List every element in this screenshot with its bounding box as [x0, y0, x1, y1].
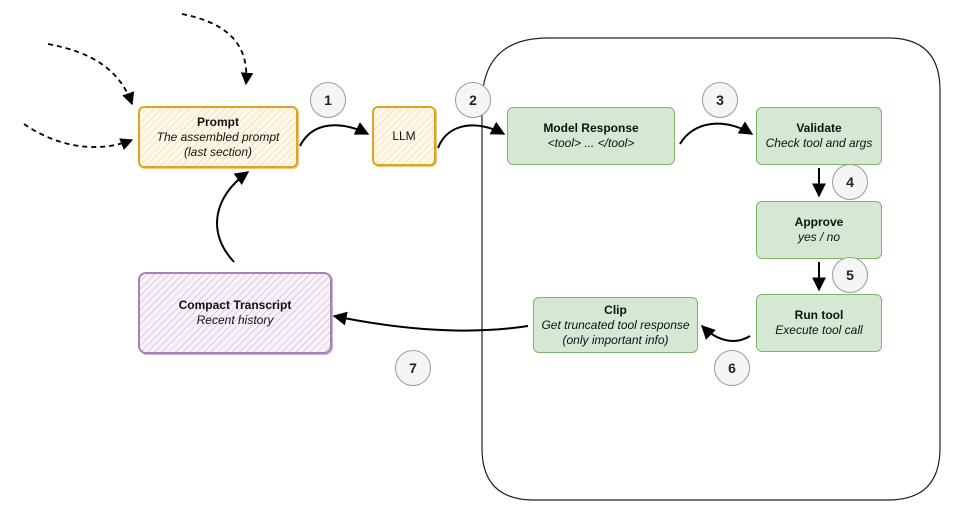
- clip-line-2: (only important info): [562, 332, 669, 347]
- compact-transcript-line-1: Recent history: [196, 313, 274, 327]
- run-tool-title: Run tool: [794, 308, 844, 322]
- arrow-compact-transcript-to-prompt: [216, 171, 250, 263]
- step-badge-6: 6: [714, 350, 750, 386]
- compact-transcript-title: Compact Transcript: [178, 298, 292, 312]
- incoming-dashed-arrow-top: [181, 13, 254, 86]
- arrow-model-response-to-validate: [679, 121, 754, 145]
- compact-transcript-node: Compact Transcript Recent history: [138, 272, 332, 354]
- run-tool-node: Run tool Execute tool call: [756, 294, 882, 352]
- model-response-line-1: <tool> ... </tool>: [547, 136, 635, 150]
- model-response-node: Model Response <tool> ... </tool>: [507, 107, 675, 165]
- arrow-clip-to-compact-transcript: [332, 311, 529, 332]
- approve-title: Approve: [794, 215, 844, 229]
- llm-title: LLM: [392, 128, 416, 143]
- prompt-node: Prompt The assembled prompt (last sectio…: [138, 106, 298, 168]
- step-badge-2: 2: [455, 82, 491, 118]
- validate-line-1: Check tool and args: [765, 136, 873, 150]
- approve-line-1: yes / no: [797, 230, 841, 244]
- step-badge-1: 1: [310, 82, 346, 118]
- clip-node: Clip Get truncated tool response (only i…: [533, 297, 698, 353]
- prompt-line-1: The assembled prompt: [156, 129, 280, 144]
- arrow-prompt-to-llm: [299, 122, 370, 147]
- prompt-line-2: (last section): [183, 144, 253, 159]
- clip-line-1: Get truncated tool response: [541, 317, 690, 332]
- incoming-dashed-arrow-bottom: [23, 123, 134, 151]
- incoming-dashed-arrow-middle: [47, 43, 135, 106]
- llm-node: LLM: [372, 106, 436, 166]
- clip-title: Clip: [604, 302, 627, 317]
- step-badge-4: 4: [832, 164, 868, 200]
- step-badge-3: 3: [702, 82, 738, 118]
- step-badge-7: 7: [395, 350, 431, 386]
- step-badge-5: 5: [832, 257, 868, 293]
- prompt-title: Prompt: [197, 114, 239, 129]
- validate-node: Validate Check tool and args: [756, 107, 882, 165]
- model-response-title: Model Response: [543, 121, 639, 135]
- arrow-run-tool-to-clip: [701, 325, 751, 342]
- approve-node: Approve yes / no: [756, 201, 882, 259]
- arrow-llm-to-model-response: [437, 121, 506, 149]
- tool-loop-container: [481, 37, 941, 501]
- validate-title: Validate: [796, 121, 842, 135]
- run-tool-line-1: Execute tool call: [775, 323, 863, 337]
